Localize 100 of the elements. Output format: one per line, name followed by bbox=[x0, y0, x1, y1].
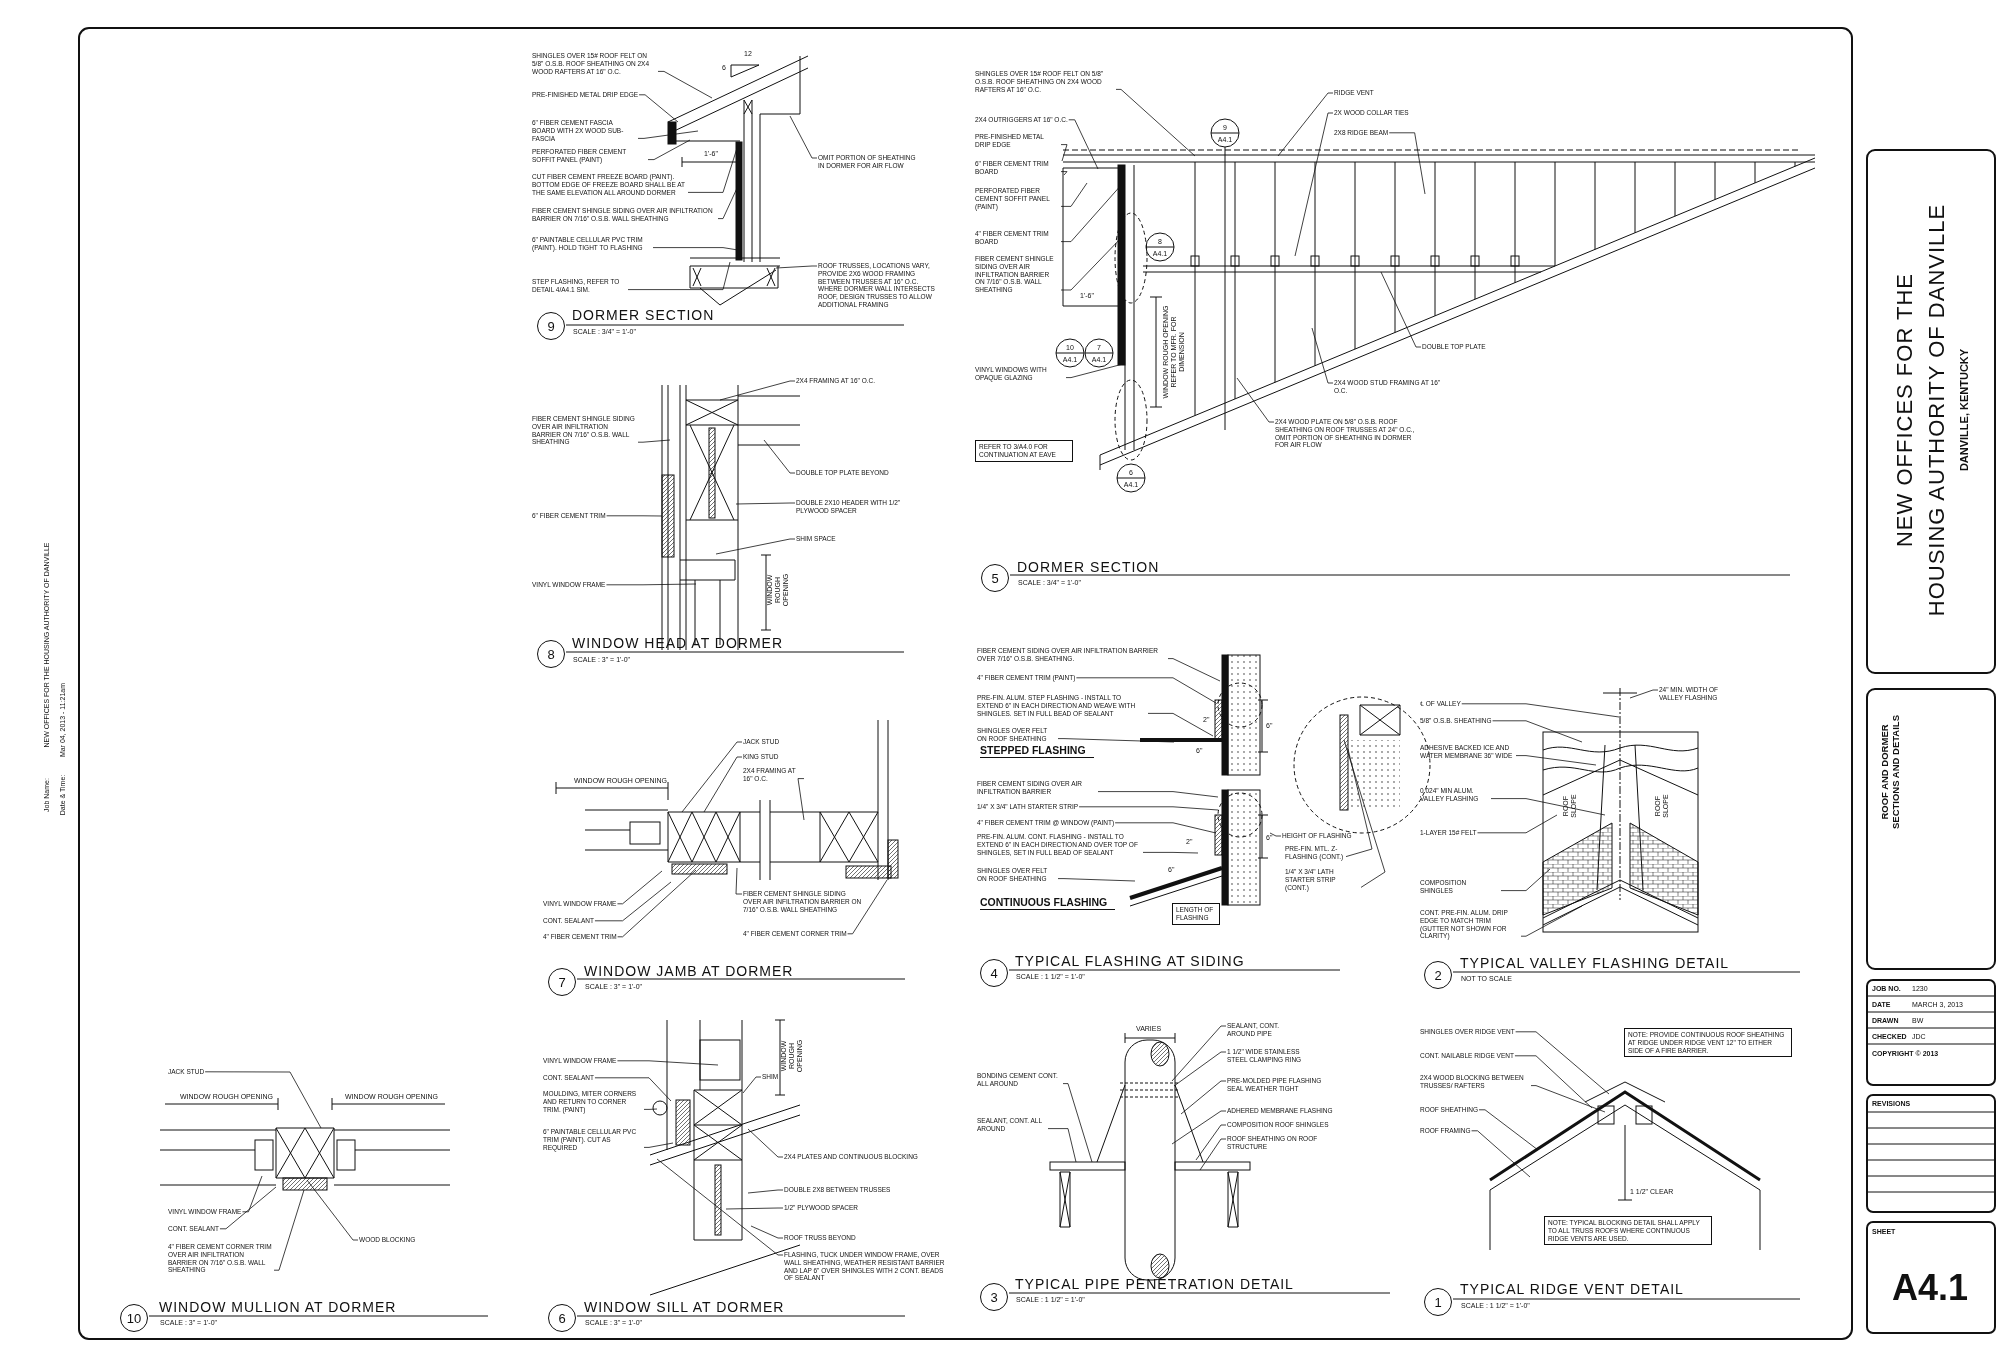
leader-line bbox=[725, 1207, 784, 1210]
flashing-heading: STEPPED FLASHING bbox=[980, 745, 1094, 758]
leader-line bbox=[273, 1189, 305, 1271]
leader-line bbox=[1057, 738, 1175, 743]
leader-line bbox=[1388, 132, 1426, 195]
leader-line bbox=[1492, 720, 1583, 743]
leader-line bbox=[1236, 377, 1275, 423]
detail-title: WINDOW HEAD AT DORMER bbox=[572, 635, 784, 651]
leader-line bbox=[638, 94, 679, 123]
leader-line bbox=[1065, 363, 1124, 378]
project-title: NEW OFFICES FOR THE bbox=[1892, 273, 1918, 547]
leader-line bbox=[1060, 182, 1088, 207]
window-mullion-drawing bbox=[159, 1097, 451, 1191]
leader-line bbox=[1530, 1085, 1606, 1113]
leader-line bbox=[1142, 852, 1199, 854]
leader-line bbox=[1380, 271, 1422, 348]
leader-line bbox=[1147, 713, 1214, 737]
leader-line bbox=[847, 879, 888, 935]
leader-line bbox=[594, 1077, 672, 1102]
detail-title: TYPICAL PIPE PENETRATION DETAIL bbox=[1015, 1276, 1294, 1292]
leader-line bbox=[747, 1128, 784, 1158]
leader-line bbox=[242, 1175, 263, 1213]
leader-line bbox=[617, 1060, 719, 1066]
leader-line bbox=[1477, 814, 1558, 834]
leader-line bbox=[750, 1225, 784, 1239]
leader-line bbox=[1115, 89, 1196, 157]
leader-line bbox=[747, 1189, 784, 1194]
leader-line bbox=[652, 247, 739, 251]
flashing-heading: CONTINUOUS FLASHING bbox=[980, 897, 1116, 910]
window-jamb-drawing bbox=[555, 719, 899, 881]
leader-line bbox=[1047, 1128, 1077, 1163]
leader-line bbox=[1269, 832, 1282, 837]
leader-line bbox=[617, 869, 697, 938]
leader-line bbox=[637, 439, 671, 443]
leader-line bbox=[1076, 677, 1217, 704]
sheet-title: ROOF AND DORMER SECTIONS AND DETAILS bbox=[1879, 714, 1901, 831]
leader-line bbox=[797, 778, 805, 821]
sheet-number: A4.1 bbox=[1892, 1267, 1968, 1309]
leader-line bbox=[1277, 92, 1334, 157]
project-title: HOUSING AUTHORITY OF DANVILLE bbox=[1924, 203, 1950, 617]
leader-line bbox=[1060, 144, 1068, 162]
leader-line bbox=[1057, 878, 1136, 882]
leader-line bbox=[1173, 1051, 1227, 1087]
project-location: DANVILLE, KENTUCKY bbox=[1958, 348, 1970, 472]
leader-line bbox=[1520, 905, 1583, 937]
leader-line bbox=[742, 1076, 762, 1094]
detail-title: DORMER SECTION bbox=[572, 307, 715, 323]
leader-line bbox=[1629, 689, 1659, 699]
leader-line bbox=[703, 756, 743, 813]
leader-line bbox=[1078, 806, 1219, 811]
leader-line bbox=[1167, 658, 1221, 682]
leader-line bbox=[647, 139, 691, 160]
leader-line bbox=[606, 583, 697, 586]
leader-line bbox=[657, 71, 713, 99]
leader-line bbox=[656, 1158, 784, 1256]
detail-title: TYPICAL VALLEY FLASHING DETAIL bbox=[1460, 955, 1730, 971]
leader-line bbox=[735, 867, 743, 895]
leader-line bbox=[1114, 822, 1217, 834]
leader-line bbox=[1068, 119, 1099, 170]
detail-title: TYPICAL FLASHING AT SIDING bbox=[1015, 953, 1245, 969]
leader-line bbox=[1311, 327, 1334, 384]
ridge-vent-drawing bbox=[1489, 1081, 1761, 1251]
leader-line bbox=[763, 439, 796, 474]
leader-line bbox=[789, 115, 818, 159]
leader-line bbox=[715, 538, 796, 555]
leader-line bbox=[1195, 1124, 1227, 1161]
leader-line bbox=[1515, 1031, 1610, 1095]
detail-title: WINDOW SILL AT DORMER bbox=[584, 1299, 785, 1315]
detail-title: WINDOW MULLION AT DORMER bbox=[159, 1299, 397, 1315]
leader-line bbox=[1490, 798, 1606, 816]
dormer-section-drawing bbox=[1062, 146, 1816, 471]
leader-line bbox=[306, 1179, 359, 1241]
leader-line bbox=[617, 870, 663, 905]
detail-title: DORMER SECTION bbox=[1017, 559, 1160, 575]
leader-line bbox=[1345, 748, 1373, 857]
leader-line bbox=[643, 1108, 658, 1110]
leader-line bbox=[1180, 1080, 1227, 1115]
leader-line bbox=[1471, 1130, 1531, 1178]
leader-line bbox=[1171, 1025, 1227, 1082]
leader-line bbox=[637, 130, 699, 139]
leader-line bbox=[681, 741, 743, 813]
leader-line bbox=[1500, 868, 1551, 891]
leader-line bbox=[1343, 739, 1386, 888]
detail-title: TYPICAL RIDGE VENT DETAIL bbox=[1460, 1281, 1684, 1297]
leader-line bbox=[719, 380, 796, 401]
leader-line bbox=[643, 1142, 674, 1148]
leader-line bbox=[627, 261, 731, 290]
leader-line bbox=[1515, 755, 1597, 766]
leader-line bbox=[1199, 1138, 1227, 1171]
leader-line bbox=[594, 881, 672, 922]
leader-line bbox=[775, 265, 818, 269]
detail-title: WINDOW JAMB AT DORMER bbox=[584, 963, 794, 979]
leader-line bbox=[219, 1186, 277, 1230]
leader-line bbox=[1171, 1110, 1227, 1145]
leader-line bbox=[204, 1071, 322, 1129]
leader-line bbox=[1478, 1109, 1539, 1151]
leader-line bbox=[1062, 1083, 1093, 1163]
leader-line bbox=[1294, 112, 1334, 257]
leader-line bbox=[1461, 703, 1620, 718]
leader-line bbox=[606, 515, 663, 517]
